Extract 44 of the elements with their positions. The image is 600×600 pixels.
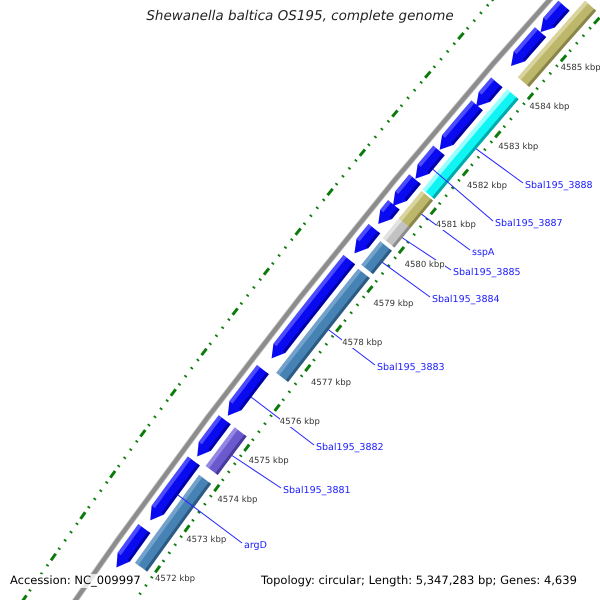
gene-segment [398, 191, 434, 228]
tick-label: 4580 kbp [404, 260, 445, 270]
leader-line [476, 148, 524, 184]
tick-label: 4575 kbp [248, 456, 289, 466]
tick-label: 4572 kbp [155, 574, 196, 584]
gene-label: Sbal195_3882 [316, 442, 384, 454]
gene-label: Sbal195_3881 [283, 485, 351, 496]
leader-line [382, 262, 430, 298]
tick-label: 4576 kbp [280, 416, 320, 427]
leader-line [232, 455, 282, 488]
gene-segment [228, 365, 269, 416]
gene-label: Sbal195_3885 [453, 267, 521, 278]
leader-line [432, 168, 494, 222]
tick-label: 4578 kbp [342, 338, 382, 348]
gene-label: argD [244, 540, 267, 552]
gene-segment [361, 241, 392, 274]
leader-line [421, 214, 470, 250]
gene-label: Sbal195_3884 [432, 294, 500, 306]
tick-label: 4574 kbp [217, 495, 258, 506]
gene-label: Sbal195_3887 [495, 218, 563, 230]
tick-label: 4582 kbp [467, 181, 508, 192]
accession-text: Accession: NC_009997 [8, 574, 143, 588]
gene-label: Sbal195_3888 [525, 180, 593, 192]
genome-stats-text: Topology: circular; Length: 5,347,283 bp; Genes: 4,639 [259, 574, 579, 588]
gene-label: sspA [472, 247, 494, 258]
gene-segment [382, 218, 410, 248]
gene-segment [476, 78, 503, 107]
leader-line [402, 237, 452, 270]
gene-segment [440, 100, 483, 150]
tick-label: 4573 kbp [186, 534, 226, 545]
leader-line [178, 494, 242, 544]
tick-label: 4579 kbp [373, 298, 414, 310]
tick-label: 4583 kbp [498, 142, 538, 152]
gene-segment [511, 27, 546, 66]
gene-segment [378, 200, 400, 224]
gene-segment [415, 146, 445, 179]
gene-segment [116, 524, 150, 568]
gene-label: Sbal195_3883 [377, 362, 445, 374]
title: Shewanella baltica OS195, complete genome [145, 8, 455, 24]
tick-label: 4577 kbp [311, 378, 352, 388]
tick-label: 4581 kbp [436, 220, 476, 230]
tick-label: 4584 kbp [529, 102, 570, 113]
tick-label: 4585 kbp [560, 63, 600, 74]
gene-segment [206, 427, 247, 475]
